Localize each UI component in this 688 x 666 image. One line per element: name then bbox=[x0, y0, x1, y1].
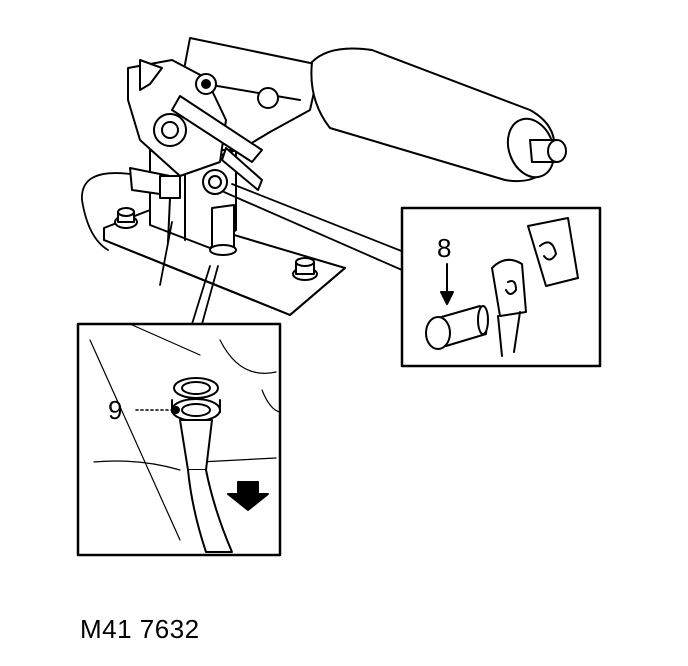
leader-line-upper bbox=[223, 191, 403, 271]
plate-bolt-left bbox=[114, 207, 138, 229]
switch-wire bbox=[81, 172, 131, 251]
cable-clip bbox=[171, 377, 221, 422]
lever-hole bbox=[257, 87, 279, 109]
handbrake-cable bbox=[179, 419, 233, 553]
plate-bolt-right bbox=[292, 257, 318, 281]
wiring-connector bbox=[491, 258, 527, 357]
leader-line-right bbox=[201, 265, 219, 325]
callout-label-8: 8 bbox=[437, 233, 451, 263]
warning-switch bbox=[129, 167, 181, 243]
detail-view-bolt bbox=[400, 206, 602, 368]
detail-view-cable bbox=[76, 322, 282, 557]
direction-arrow bbox=[227, 481, 269, 511]
spring-clip bbox=[527, 217, 579, 287]
callout-label-9: 9 bbox=[108, 395, 122, 425]
figure-code: M41 7632 bbox=[80, 614, 200, 644]
pivot-bolt bbox=[425, 305, 489, 350]
leader-line-lower bbox=[231, 183, 405, 253]
handbrake-lever-assembly bbox=[81, 37, 567, 316]
leader-line-left bbox=[191, 265, 211, 325]
